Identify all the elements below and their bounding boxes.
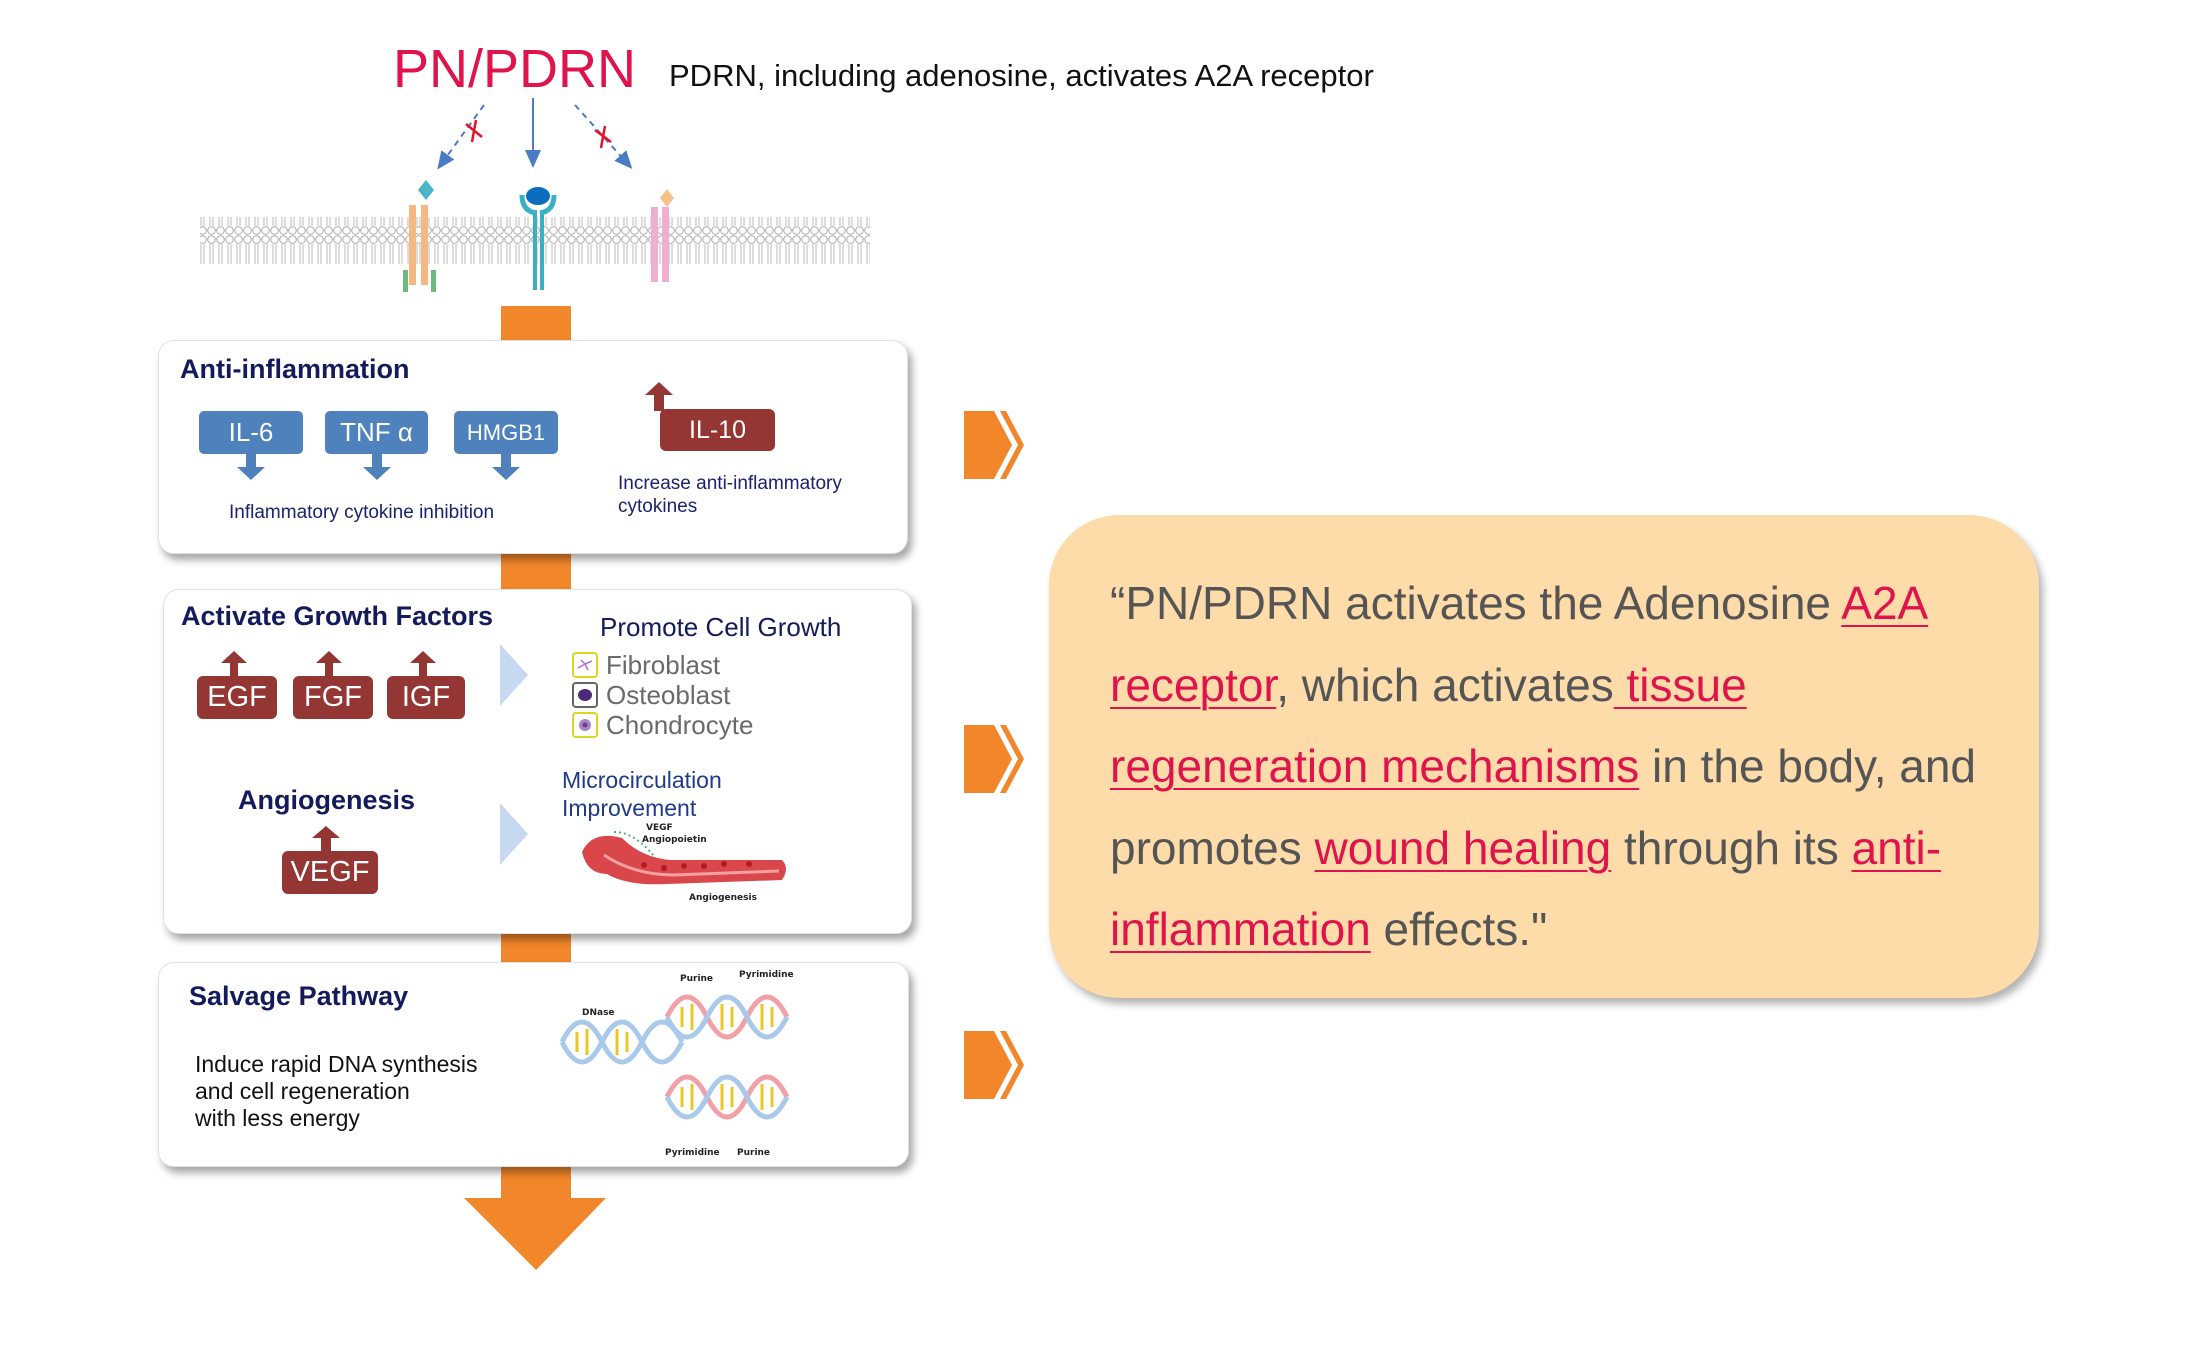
cell-item-osteoblast: Osteoblast — [572, 680, 753, 710]
subtitle: PDRN, including adenosine, activates A2A… — [669, 58, 1374, 93]
pyrimidine-label: Pyrimidine — [665, 1148, 720, 1158]
quote-text: “PN/PDRN activates the Adenosine A2A rec… — [1110, 577, 1977, 956]
panel-title: Anti-inflammation — [180, 354, 410, 384]
up-arrow-icons — [221, 651, 436, 677]
factor-box-egf: EGF — [197, 676, 277, 719]
cell-list: Fibroblast Osteoblast Chondrocyte — [572, 650, 753, 740]
growth-factors-panel: Activate Growth Factors EGF FGF IGF Prom… — [163, 589, 912, 934]
increase-caption-line1: Increase anti-inflammatory — [618, 473, 842, 494]
panel-title: Salvage Pathway — [189, 981, 409, 1011]
pyrimidine-label: Pyrimidine — [739, 970, 794, 980]
dnase-label: DNase — [582, 1008, 615, 1018]
chevron-right-icon — [964, 725, 1024, 793]
highlight-wound-healing: wound healing — [1314, 821, 1612, 874]
cell-growth-title: Promote Cell Growth — [600, 612, 842, 642]
triangle-arrow-icon — [500, 644, 528, 706]
chondrocyte-icon — [572, 712, 598, 738]
factor-box-vegf: VEGF — [282, 851, 378, 894]
block-x-icon — [465, 119, 483, 143]
main-title: PN/PDRN — [393, 39, 637, 99]
chevron-right-icon — [964, 1031, 1024, 1099]
factor-box-fgf: FGF — [293, 676, 373, 719]
highlight-anti-inflammation: anti-inflammation — [1110, 821, 1942, 956]
panel-title: Activate Growth Factors — [181, 601, 494, 631]
block-x-icon — [594, 125, 612, 149]
angiogenesis-title: Angiogenesis — [238, 785, 416, 815]
highlight-a2a-receptor: A2A receptor — [1110, 577, 1929, 711]
vegf-label: VEGF — [646, 823, 673, 833]
up-arrow-icon — [645, 382, 673, 411]
membrane-diagram — [200, 98, 870, 292]
fibroblast-icon — [572, 652, 598, 678]
cytokine-box-hmgb1: HMGB1 — [454, 411, 558, 454]
factor-box-igf: IGF — [387, 676, 465, 719]
receptor-a2a-blue — [519, 187, 557, 290]
salvage-pathway-panel: Salvage Pathway Induce rapid DNA synthes… — [158, 962, 909, 1167]
blood-vessel-illustration: VEGF Angiopoietin Angiogenesis — [582, 823, 786, 903]
receptor-pink — [651, 189, 674, 282]
angiopoietin-label: Angiopoietin — [642, 835, 707, 845]
cytokine-box-il10: IL-10 — [660, 409, 775, 451]
quote-callout: “PN/PDRN activates the Adenosine A2A rec… — [1049, 515, 2039, 998]
cytokine-box-tnf: TNF α — [325, 411, 428, 454]
increase-caption-line2: cytokines — [618, 496, 698, 517]
flow-connector — [501, 306, 571, 342]
cytokine-box-il6: IL-6 — [199, 411, 303, 454]
triangle-arrow-icon — [500, 803, 528, 865]
chevron-right-icon — [964, 411, 1024, 479]
microcirculation-label: Microcirculation Improvement — [562, 767, 722, 821]
cell-item-fibroblast: Fibroblast — [572, 650, 753, 680]
down-arrow-icon — [464, 1165, 606, 1270]
down-arrow-icons — [237, 453, 520, 480]
flow-connector — [501, 932, 571, 964]
purine-label: Purine — [737, 1148, 770, 1158]
receptor-orange — [403, 180, 436, 292]
flow-connector — [501, 552, 571, 590]
cell-item-chondrocyte: Chondrocyte — [572, 710, 753, 740]
highlight-tissue-regeneration: tissue regeneration mechanisms — [1110, 658, 1747, 793]
inhibition-caption: Inflammatory cytokine inhibition — [229, 502, 495, 523]
dna-illustration: Purine Pyrimidine DNase Pyrimidine Purin… — [559, 970, 794, 1158]
purine-label: Purine — [680, 974, 713, 984]
salvage-description: Induce rapid DNA synthesis and cell rege… — [195, 1051, 478, 1131]
blocked-arrow-left — [437, 104, 485, 170]
anti-inflammation-panel: Anti-inflammation IL-6 TNF α HMGB1 Infla… — [158, 340, 908, 554]
angiogenesis-label: Angiogenesis — [689, 893, 757, 903]
osteoblast-icon — [572, 682, 598, 708]
up-arrow-icon — [312, 826, 340, 852]
